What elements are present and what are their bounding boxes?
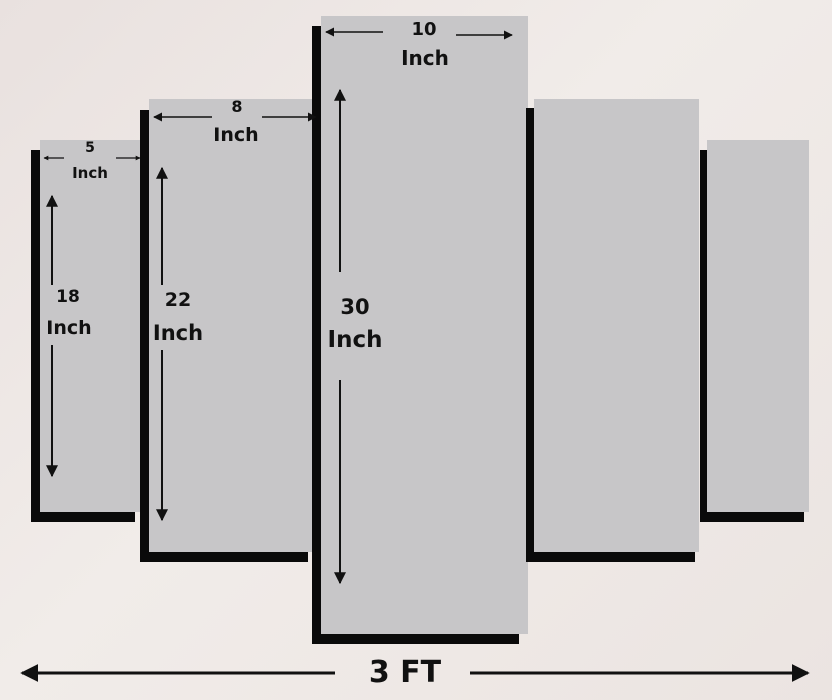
panel-2-face: [149, 99, 317, 552]
panel-1-height-value: 18: [56, 287, 80, 307]
panel-5-face: [707, 140, 809, 512]
panel-1-height-unit: Inch: [46, 317, 92, 339]
panel-1-width-unit: Inch: [72, 164, 108, 182]
panel-3-face: [321, 16, 528, 634]
panel-4-face: [534, 99, 699, 552]
panel-2-width-value: 8: [231, 97, 243, 116]
panel-3-height-value: 30: [340, 295, 370, 319]
total-width-label: 3 FT: [368, 655, 442, 690]
panel-2-height-unit: Inch: [152, 321, 204, 345]
panel-2-width-unit: Inch: [213, 124, 259, 146]
panel-3-height-unit: Inch: [327, 327, 383, 353]
panel-3-width-value: 10: [411, 19, 437, 40]
panel-3-width-unit: Inch: [401, 46, 449, 70]
panel-2-height-value: 22: [164, 289, 192, 311]
panel-1-width-value: 5: [85, 140, 95, 156]
